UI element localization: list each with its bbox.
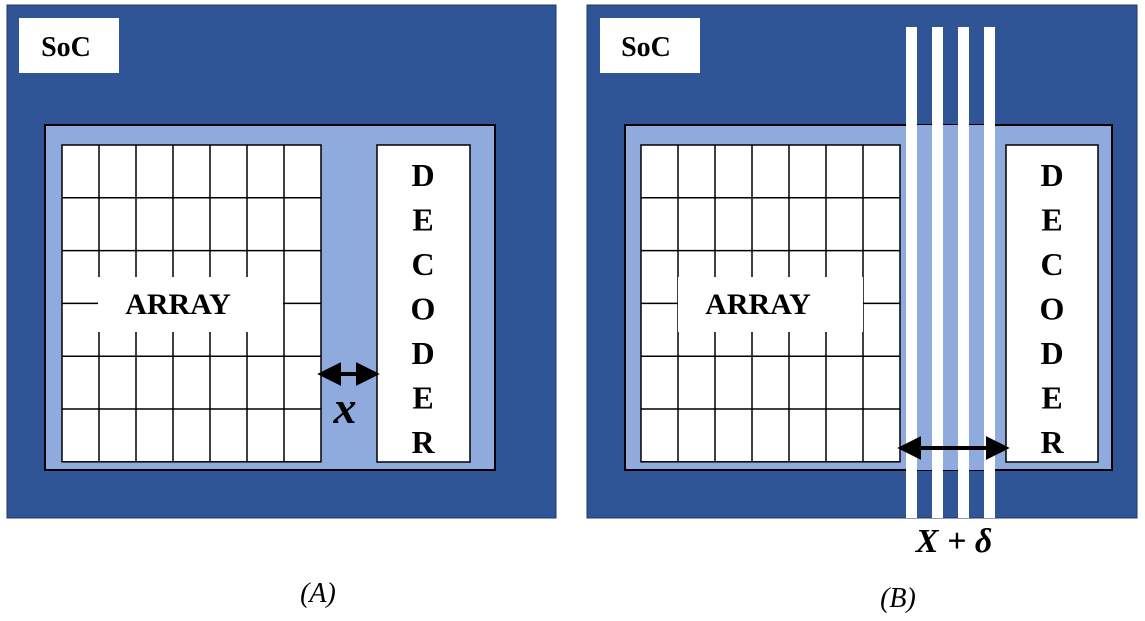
routing-channel-band — [912, 125, 992, 470]
decoder-letter: C — [1040, 246, 1063, 282]
array-label-box — [678, 277, 863, 332]
routing-wire — [932, 27, 943, 518]
decoder-block — [376, 144, 471, 463]
decoder-letter: D — [1040, 157, 1063, 193]
soc-label: SoC — [621, 32, 671, 63]
decoder-letter: O — [411, 291, 436, 327]
routing-wire — [906, 27, 917, 518]
decoder-letter: D — [1040, 335, 1063, 371]
decoder-letter: C — [411, 246, 434, 282]
decoder-letter: O — [1040, 291, 1065, 327]
routing-wire — [984, 27, 995, 518]
soc-label-box — [19, 18, 119, 73]
decoder-letter: E — [1041, 380, 1062, 416]
routing-channel — [906, 27, 995, 518]
distance-label: x — [333, 382, 357, 433]
array-label: ARRAY — [125, 288, 231, 321]
decoder-letter: E — [412, 380, 433, 416]
decoder-block — [1005, 144, 1099, 463]
decoder-letter: E — [412, 202, 433, 238]
distance-label: X + δ — [915, 523, 992, 560]
array-label-box — [98, 277, 283, 332]
soc-label: SoC — [41, 32, 91, 63]
distance-label-box — [903, 520, 1003, 564]
decoder-letter: R — [411, 424, 435, 460]
decoder-letter: R — [1040, 424, 1064, 460]
array-label: ARRAY — [705, 288, 811, 321]
decoder-letter: E — [1041, 202, 1062, 238]
soc-label-box — [600, 18, 700, 73]
decoder-letter: D — [411, 335, 434, 371]
routing-wire — [958, 27, 969, 518]
decoder-letter: D — [411, 157, 434, 193]
panel-caption: (B) — [880, 583, 916, 614]
panel-caption: (A) — [300, 578, 336, 609]
